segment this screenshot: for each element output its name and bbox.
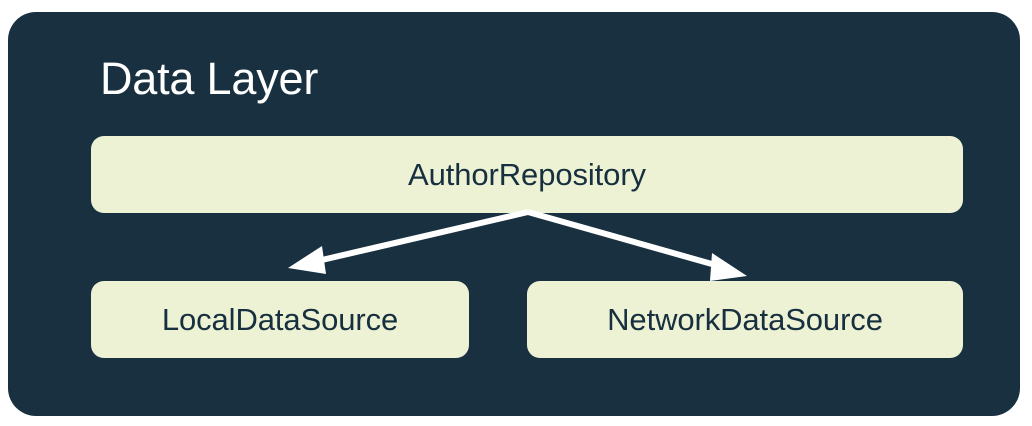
node-local-data-source-label: LocalDataSource — [161, 301, 399, 337]
node-network-data-source[interactable]: NetworkDataSource — [527, 281, 963, 358]
node-local-data-source[interactable]: LocalDataSource — [91, 281, 469, 358]
layer-title: Data Layer — [100, 53, 319, 104]
node-network-data-source-label: NetworkDataSource — [607, 301, 883, 337]
node-author-repository-label: AuthorRepository — [408, 156, 646, 192]
node-author-repository[interactable]: AuthorRepository — [91, 136, 963, 213]
